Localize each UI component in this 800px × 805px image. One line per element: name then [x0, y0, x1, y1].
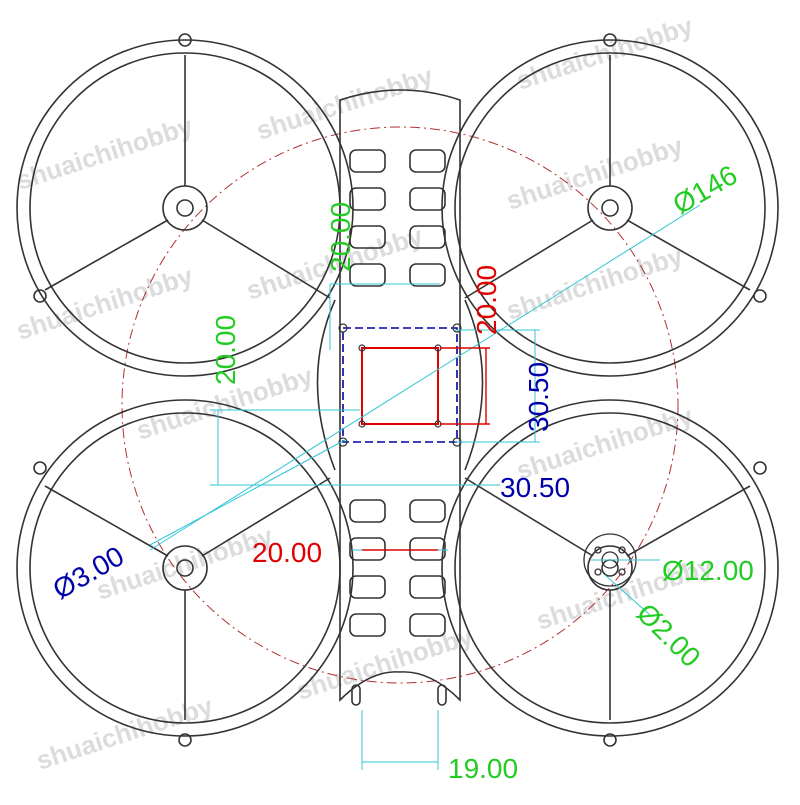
- red-vertical-label: 20.00: [471, 265, 502, 335]
- center-body: [339, 89, 461, 702]
- watermark-text: shuaichihobby: [13, 260, 197, 345]
- blue-vertical-label: 30.50: [523, 362, 554, 432]
- green-vertical-top-label: 20.00: [325, 202, 356, 272]
- watermark-text: shuaichihobby: [503, 130, 687, 215]
- motor-hub: [162, 185, 208, 231]
- mount-pattern-30-5: [342, 327, 458, 443]
- blue-horizontal-label: 30.50: [500, 472, 570, 503]
- duct-bottom-right: [441, 399, 779, 737]
- duct-top-left: [16, 39, 354, 377]
- watermark-text: shuaichihobby: [503, 240, 687, 325]
- watermark-layer: shuaichihobby shuaichihobby shuaichihobb…: [13, 10, 717, 775]
- bottom-width-label: 19.00: [448, 753, 518, 784]
- duct-bottom-left: [16, 399, 354, 737]
- frame-outline: [16, 33, 779, 747]
- motor-hole-dia-label: Ø2.00: [631, 597, 707, 673]
- red-horizontal-label: 20.00: [252, 537, 322, 568]
- green-vertical-left-label: 20.00: [210, 315, 241, 385]
- prop-circle-label: Ø146: [668, 159, 743, 220]
- watermark-text: shuaichihobby: [253, 60, 437, 145]
- mount-pattern-20: [361, 347, 439, 425]
- prop-circle: [121, 126, 679, 684]
- watermark-text: shuaichihobby: [33, 690, 217, 775]
- duct-top-right: [441, 39, 779, 377]
- dimension-lines: [149, 204, 701, 770]
- motor-mount-dia-label: Ø12.00: [662, 555, 754, 586]
